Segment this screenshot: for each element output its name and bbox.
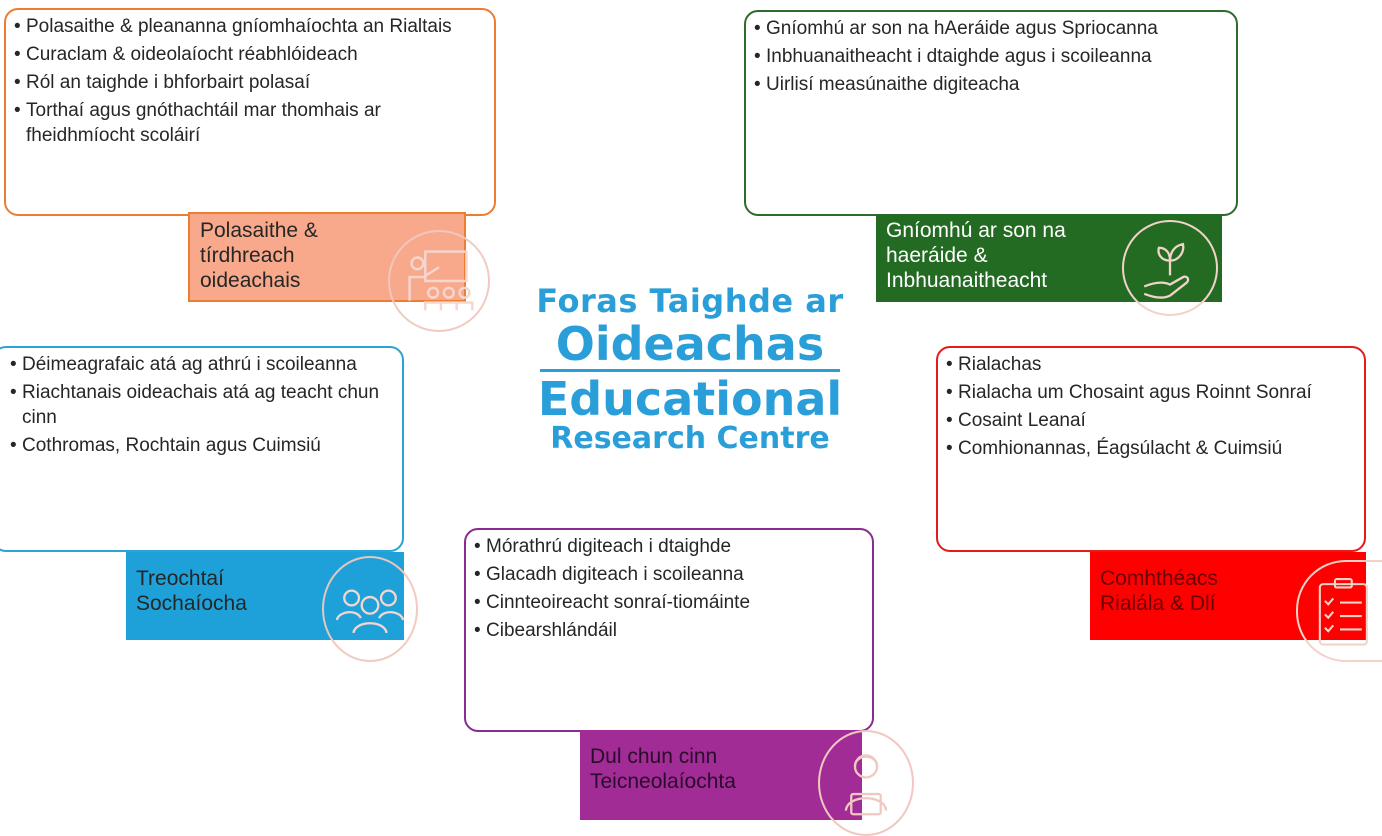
social-bullets-box: Déimeagrafaic atá ag athrú i scoileanna … xyxy=(0,346,404,552)
climate-bullet: Uirlisí measúnaithe digiteacha xyxy=(754,72,1224,97)
social-bullet: Riachtanais oideachais atá ag teacht chu… xyxy=(10,380,390,430)
tech-bullet: Cinnteoireacht sonraí-tiomáinte xyxy=(474,590,860,615)
tech-bullet: Mórathrú digiteach i dtaighde xyxy=(474,534,860,559)
hand-plant-icon xyxy=(1122,220,1218,316)
social-bullet: Cothromas, Rochtain agus Cuimsiú xyxy=(10,433,390,458)
tech-label: Dul chun cinn Teicneolaíochta xyxy=(580,730,862,820)
logo-line-1: Foras Taighde ar xyxy=(536,282,844,320)
legal-bullet: Comhionannas, Éagsúlacht & Cuimsiú xyxy=(946,436,1352,461)
legal-bullet: Cosaint Leanaí xyxy=(946,408,1352,433)
policy-bullets-box: Polasaithe & pleananna gníomhaíochta an … xyxy=(4,8,496,216)
policy-bullet: Ról an taighde i bhforbairt polasaí xyxy=(14,70,482,95)
erc-logo: Foras Taighde ar Oideachas Educational R… xyxy=(530,282,850,456)
policy-bullet: Polasaithe & pleananna gníomhaíochta an … xyxy=(14,14,482,39)
logo-divider xyxy=(540,369,840,372)
teacher-presentation-icon xyxy=(388,230,490,332)
social-bullet: Déimeagrafaic atá ag athrú i scoileanna xyxy=(10,352,390,377)
legal-bullet: Rialacha um Chosaint agus Roinnt Sonraí xyxy=(946,380,1352,405)
people-group-icon xyxy=(322,556,418,662)
logo-line-3: Educational xyxy=(537,372,843,426)
tech-bullet: Glacadh digiteach i scoileanna xyxy=(474,562,860,587)
tech-bullet: Cibearshlándáil xyxy=(474,618,860,643)
person-laptop-icon xyxy=(818,730,914,836)
climate-bullet: Gníomhú ar son na hAeráide agus Spriocan… xyxy=(754,16,1224,41)
policy-bullet: Curaclam & oideolaíocht réabhlóideach xyxy=(14,42,482,67)
climate-bullet: Inbhuanaitheacht i dtaighde agus i scoil… xyxy=(754,44,1224,69)
climate-bullets-box: Gníomhú ar son na hAeráide agus Spriocan… xyxy=(744,10,1238,216)
logo-line-4: Research Centre xyxy=(550,421,830,456)
policy-bullet: Torthaí agus gnóthachtáil mar thomhais a… xyxy=(14,98,482,148)
legal-bullets-box: Rialachas Rialacha um Chosaint agus Roin… xyxy=(936,346,1366,552)
legal-bullet: Rialachas xyxy=(946,352,1352,377)
logo-line-2: Oideachas xyxy=(555,317,825,371)
clipboard-checklist-icon xyxy=(1296,560,1382,662)
tech-bullets-box: Mórathrú digiteach i dtaighde Glacadh di… xyxy=(464,528,874,732)
